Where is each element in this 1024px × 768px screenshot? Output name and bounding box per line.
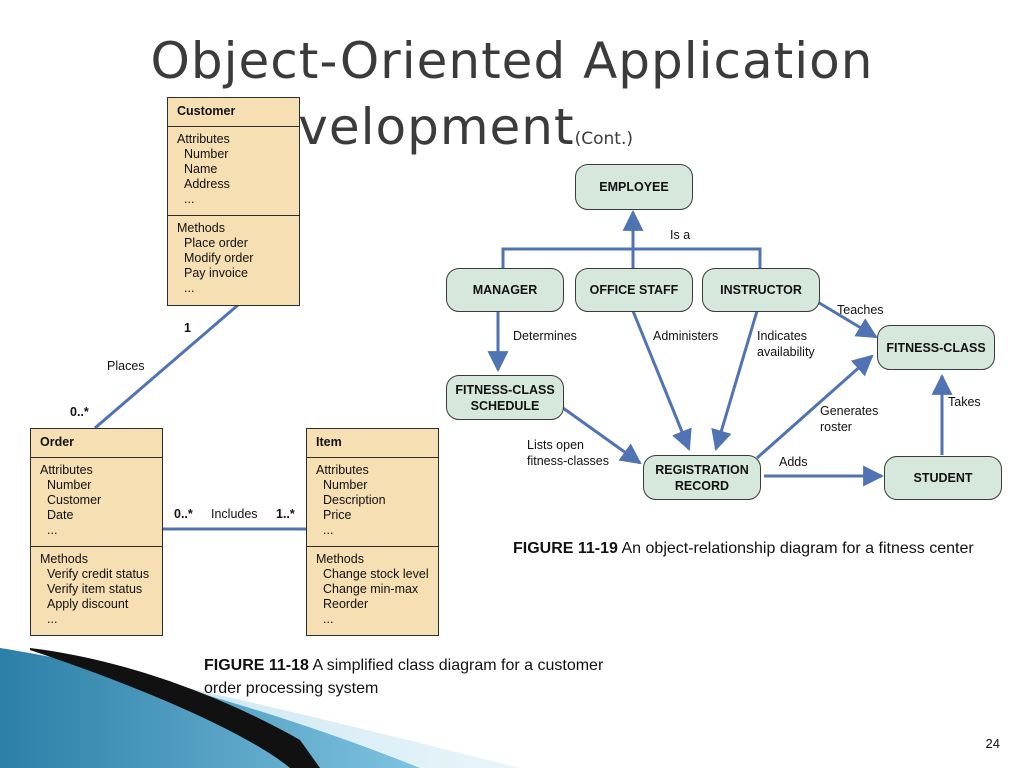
administers-arrow [631,310,692,451]
figure-11-18-caption: FIGURE 11-18 A simplified class diagram … [204,654,634,700]
order-attributes-section: Attributes Number Customer Date ... [31,458,162,547]
page-number: 24 [985,736,1000,751]
office-staff-node: OFFICE STAFF [575,268,693,312]
customer-attribute: Name [184,162,218,176]
generates-roster-arrow [756,354,874,460]
employee-node: EMPLOYEE [575,164,693,210]
teaches-arrow [815,299,878,339]
item-attribute: Description [323,493,386,507]
customer-method: Modify order [184,251,254,265]
item-method: ... [323,612,334,626]
order-method: Verify item status [47,582,143,596]
customer-attribute: Number [184,147,229,161]
lists-open-label-line1: Lists open [527,438,584,452]
manager-node: MANAGER [446,268,564,312]
slide-title-line1: Object-Oriented Application [150,32,874,90]
customer-attributes-section: Attributes Number Name Address ... [168,127,299,216]
multiplicity-order-top: 0..* [70,405,89,419]
customer-method: Pay invoice [184,266,248,280]
multiplicity-customer: 1 [184,321,191,335]
administers-label: Administers [653,329,719,343]
registration-node-line2: RECORD [674,478,730,493]
customer-methods-section: Methods Place order Modify order Pay inv… [168,216,299,301]
order-method: Verify credit status [47,567,150,581]
customer-class-name: Customer [168,98,299,127]
order-attribute: Date [47,508,74,522]
item-attribute: Number [323,478,368,492]
item-method: Change stock level [323,567,429,581]
places-association-line [94,303,239,430]
is-a-label: Is a [670,228,691,242]
item-attributes-section: Attributes Number Description Price ... [307,458,438,547]
order-attribute: Customer [47,493,102,507]
order-class-name: Order [31,429,162,458]
adds-label: Adds [779,455,808,469]
figure-11-19-caption: FIGURE 11-19 An object-relationship diag… [513,537,983,560]
schedule-node-line1: FITNESS-CLASS [455,382,555,397]
order-methods-header: Methods [40,552,88,566]
slide-title-suffix: (Cont.) [574,129,633,149]
customer-attribute: Address [184,177,230,191]
multiplicity-item: 1..* [276,507,295,521]
order-method: Apply discount [47,597,129,611]
student-node: STUDENT [884,456,1002,500]
multiplicity-order-right: 0..* [174,507,193,521]
customer-method: ... [184,281,195,295]
places-label: Places [107,359,145,373]
instructor-node: INSTRUCTOR [702,268,820,312]
customer-attribute: ... [184,192,195,206]
is-a-branch-line [501,247,762,268]
determines-label: Determines [513,329,577,343]
fitness-class-schedule-node: FITNESS-CLASS SCHEDULE [446,375,564,420]
includes-label: Includes [211,507,258,521]
figure-11-19-text: An object-relationship diagram for a fit… [617,540,974,557]
generates-label-line2: roster [820,420,852,434]
indicates-label-line2: availability [757,345,815,359]
order-method: ... [47,612,58,626]
item-attribute: ... [323,523,334,537]
schedule-node-line2: SCHEDULE [470,398,540,413]
item-methods-section: Methods Change stock level Change min-ma… [307,547,438,632]
customer-method: Place order [184,236,248,250]
customer-attributes-header: Attributes [177,132,230,146]
order-class-box: Order Attributes Number Customer Date ..… [30,428,163,636]
item-method: Reorder [323,597,369,611]
lists-open-arrow [562,406,642,465]
item-method: Change min-max [323,582,419,596]
customer-methods-header: Methods [177,221,225,235]
figure-11-18-number: FIGURE 11-18 [204,657,309,674]
item-methods-header: Methods [316,552,364,566]
lists-open-label-line2: fitness-classes [527,454,609,468]
order-attribute: Number [47,478,92,492]
teaches-label: Teaches [837,303,884,317]
takes-label: Takes [948,395,981,409]
registration-node-line1: REGISTRATION [655,462,749,477]
figure-11-18-text: A simplified class diagram for a custome… [204,657,604,697]
figure-11-19-number: FIGURE 11-19 [513,540,618,557]
order-attributes-header: Attributes [40,463,93,477]
customer-class-box: Customer Attributes Number Name Address … [167,97,300,306]
generates-label-line1: Generates [820,404,879,418]
item-class-box: Item Attributes Number Description Price… [306,428,439,636]
order-methods-section: Methods Verify credit status Verify item… [31,547,162,632]
item-attributes-header: Attributes [316,463,369,477]
item-attribute: Price [323,508,352,522]
indicates-availability-arrow [711,310,759,452]
item-class-name: Item [307,429,438,458]
order-attribute: ... [47,523,58,537]
registration-record-node: REGISTRATION RECORD [643,455,761,500]
indicates-label-line1: Indicates [757,329,808,343]
fitness-class-node: FITNESS-CLASS [877,325,995,370]
